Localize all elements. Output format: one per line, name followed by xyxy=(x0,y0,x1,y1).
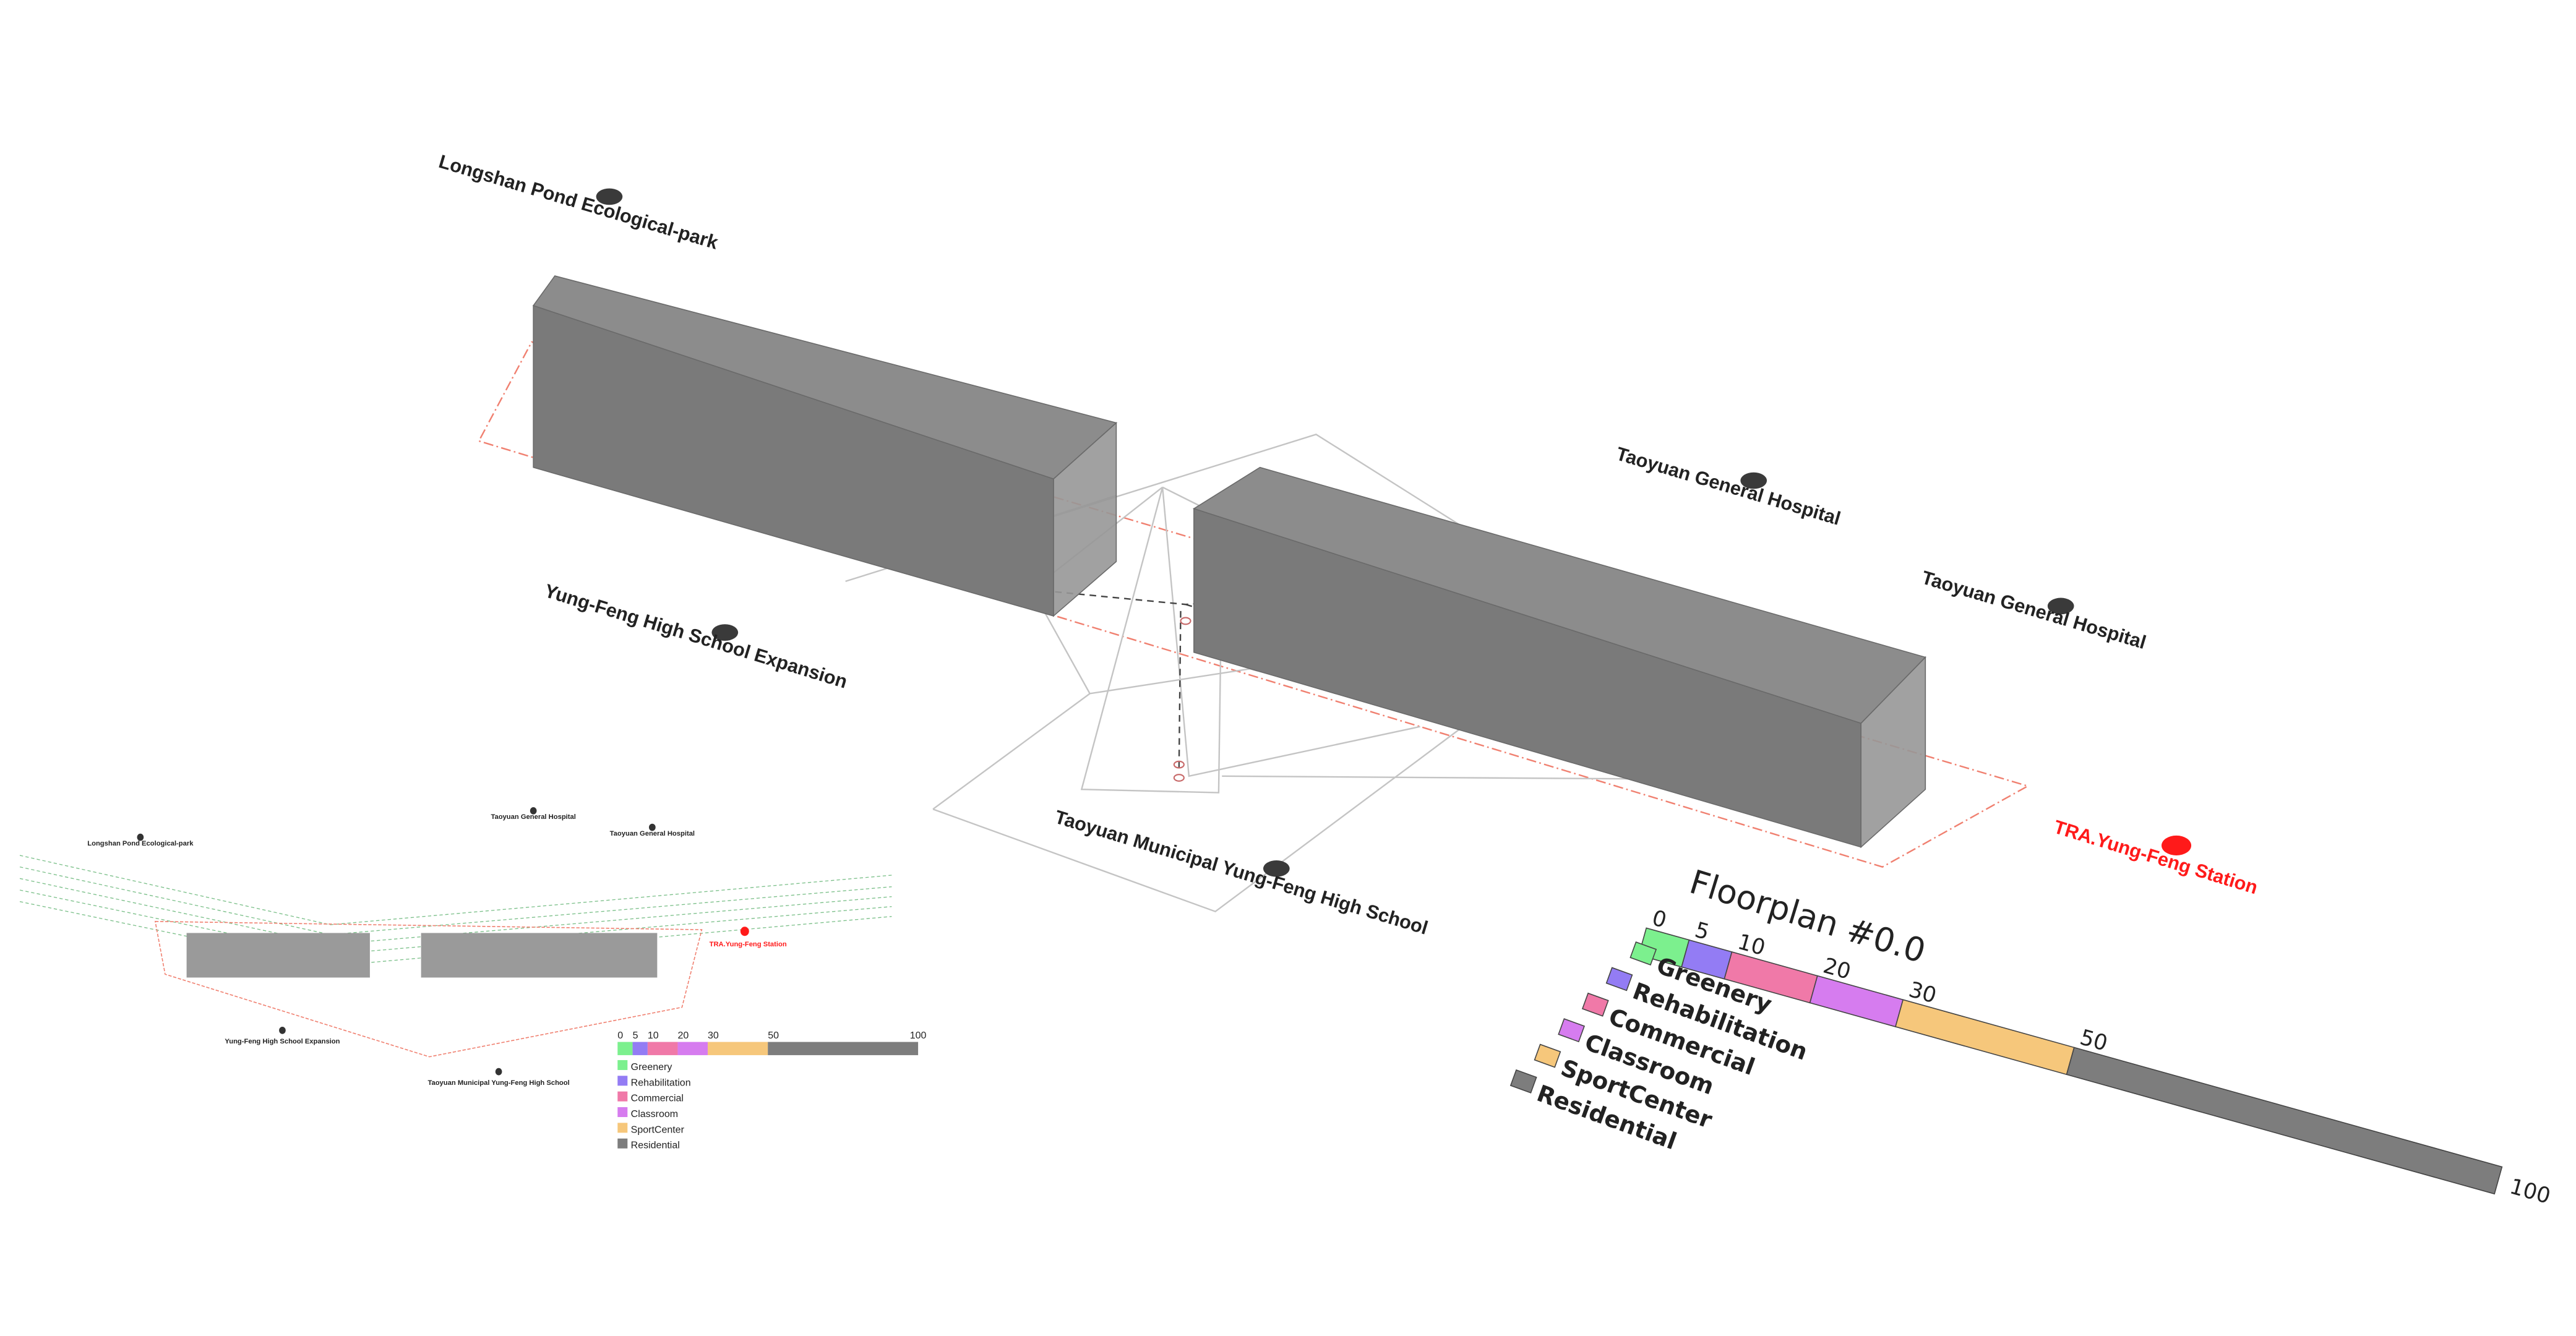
poi-marker-icon xyxy=(279,1027,286,1034)
inset-legend-tick: 0 xyxy=(617,1030,623,1041)
poi-label: Yung-Feng High School Expansion xyxy=(542,580,850,693)
rail-corridor xyxy=(19,855,892,967)
poi-marker-icon xyxy=(2047,597,2074,615)
inset-poi-label: Taoyuan Municipal Yung-Feng High School xyxy=(427,1079,569,1087)
station-marker-icon xyxy=(2162,835,2192,855)
building-block-left xyxy=(532,275,1118,617)
legend-swatch xyxy=(1581,992,1609,1017)
poi-marker-icon xyxy=(649,823,656,831)
inset-legend-swatch xyxy=(617,1138,628,1149)
building-block-right xyxy=(1192,466,1926,849)
poi-marker-icon xyxy=(495,1068,502,1076)
inset-poi-label: Longshan Pond Ecological-park xyxy=(87,840,194,847)
inset-legend-bar-segment xyxy=(617,1042,633,1055)
station-marker-icon xyxy=(740,927,749,936)
poi-label: TRA.Yung-Feng Station xyxy=(2051,816,2260,899)
inset-legend-tick: 50 xyxy=(768,1030,779,1041)
legend-swatch xyxy=(1558,1018,1586,1043)
legend-bar-segment xyxy=(2066,1047,2503,1195)
legend-swatch xyxy=(1534,1043,1561,1068)
inset-poi-label: Taoyuan General Hospital xyxy=(491,813,575,821)
inset-legend-swatch xyxy=(617,1060,628,1070)
poi-label: Taoyuan General Hospital xyxy=(1919,567,2149,653)
legend-swatch xyxy=(1629,941,1657,966)
legend-swatch xyxy=(1509,1069,1537,1094)
inset-legend-swatch xyxy=(617,1107,628,1118)
poi-marker-icon xyxy=(596,188,623,205)
inset-legend-bar-segment xyxy=(677,1042,708,1055)
poi-marker-icon xyxy=(137,833,144,841)
legend-bar-segment xyxy=(1809,975,1904,1027)
inset-building-right xyxy=(421,933,658,978)
inset-plan: Longshan Pond Ecological-park Taoyuan Gen… xyxy=(19,807,927,1151)
inset-legend-tick: 5 xyxy=(633,1030,638,1041)
inset-legend-tick: 30 xyxy=(708,1030,719,1041)
inset-legend-label: Commercial xyxy=(631,1094,684,1104)
poi-marker-icon xyxy=(1263,860,1290,877)
poi-marker-icon xyxy=(711,624,739,641)
inset-legend-bar-segment xyxy=(708,1042,768,1055)
inset-building-left xyxy=(186,933,370,978)
poi-marker-icon xyxy=(530,807,537,815)
legend-tick-label: 0 xyxy=(1649,906,1669,933)
inset-legend-tick: 20 xyxy=(677,1030,689,1041)
legend-bar-segment xyxy=(1894,999,2075,1076)
inset-poi-label: TRA.Yung-Feng Station xyxy=(710,941,787,948)
inset-poi-label: Yung-Feng High School Expansion xyxy=(225,1038,340,1045)
inset-legend-swatch xyxy=(617,1123,628,1133)
inset-legend-label: Classroom xyxy=(631,1109,678,1120)
inset-legend-bar-segment xyxy=(768,1042,919,1055)
inset-legend-label: Residential xyxy=(631,1141,680,1151)
inset-legend-label: Rehabilitation xyxy=(631,1077,691,1088)
inset-legend-swatch xyxy=(617,1076,628,1086)
inset-legend-label: SportCenter xyxy=(631,1124,685,1135)
inset-site-boundary xyxy=(154,920,703,1058)
inset-legend-bar-segment xyxy=(632,1042,648,1055)
inset-legend-tick: 10 xyxy=(648,1030,659,1041)
inset-legend-swatch xyxy=(617,1091,628,1102)
inset-poi-label: Taoyuan General Hospital xyxy=(610,830,695,837)
inset-legend-label: Greenery xyxy=(631,1062,672,1073)
poi-label: Longshan Pond Ecological-park xyxy=(436,150,721,254)
poi-marker-icon xyxy=(1740,472,1767,489)
legend-tick-label: 5 xyxy=(1692,918,1712,945)
poi-label: Taoyuan General Hospital xyxy=(1614,442,1844,529)
legend-swatch xyxy=(1605,967,1633,991)
inset-legend-tick: 100 xyxy=(910,1030,927,1041)
legend-tick-label: 100 xyxy=(2507,1174,2553,1209)
inset-legend-bar-segment xyxy=(647,1042,678,1055)
